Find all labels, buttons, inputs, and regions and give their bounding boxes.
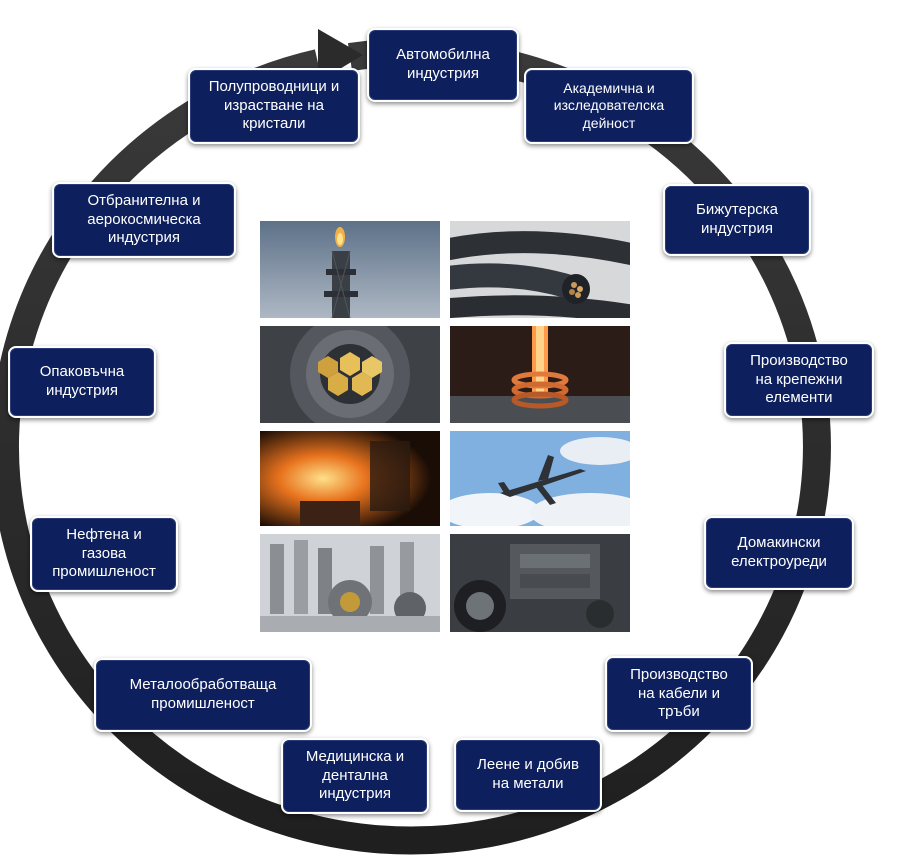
box-jewelry[interactable]: Бижутерска индустрия — [663, 184, 811, 256]
box-academic[interactable]: Академична и изследователска дейност — [524, 68, 694, 144]
box-automotive[interactable]: Автомобилна индустрия — [367, 28, 519, 102]
cable-photo — [450, 221, 630, 318]
car-engine-photo — [450, 534, 630, 632]
box-oil-gas[interactable]: Нефтена и газова промишленост — [30, 516, 178, 592]
box-appliances[interactable]: Домакински електроуреди — [704, 516, 854, 590]
induction-coil-photo — [450, 326, 630, 423]
box-medical[interactable]: Медицинска и дентална индустрия — [281, 738, 429, 814]
box-casting[interactable]: Леене и добив на метали — [454, 738, 602, 812]
cutting-tools-photo — [260, 534, 440, 632]
box-packaging[interactable]: Опаковъчна индустрия — [8, 346, 156, 418]
molten-metal-photo — [260, 431, 440, 526]
oil-rig-photo — [260, 221, 440, 318]
telescope-mirror-photo — [260, 326, 440, 423]
box-fasteners[interactable]: Производство на крепежни елементи — [724, 342, 874, 418]
box-semiconductors[interactable]: Полупроводници и израстване на кристали — [188, 68, 360, 144]
box-cables[interactable]: Производство на кабели и тръби — [605, 656, 753, 732]
airplane-photo — [450, 431, 630, 526]
box-metalworking[interactable]: Металообработваща промишленост — [94, 658, 312, 732]
box-defense[interactable]: Отбранителна и аерокосмическа индустрия — [52, 182, 236, 258]
